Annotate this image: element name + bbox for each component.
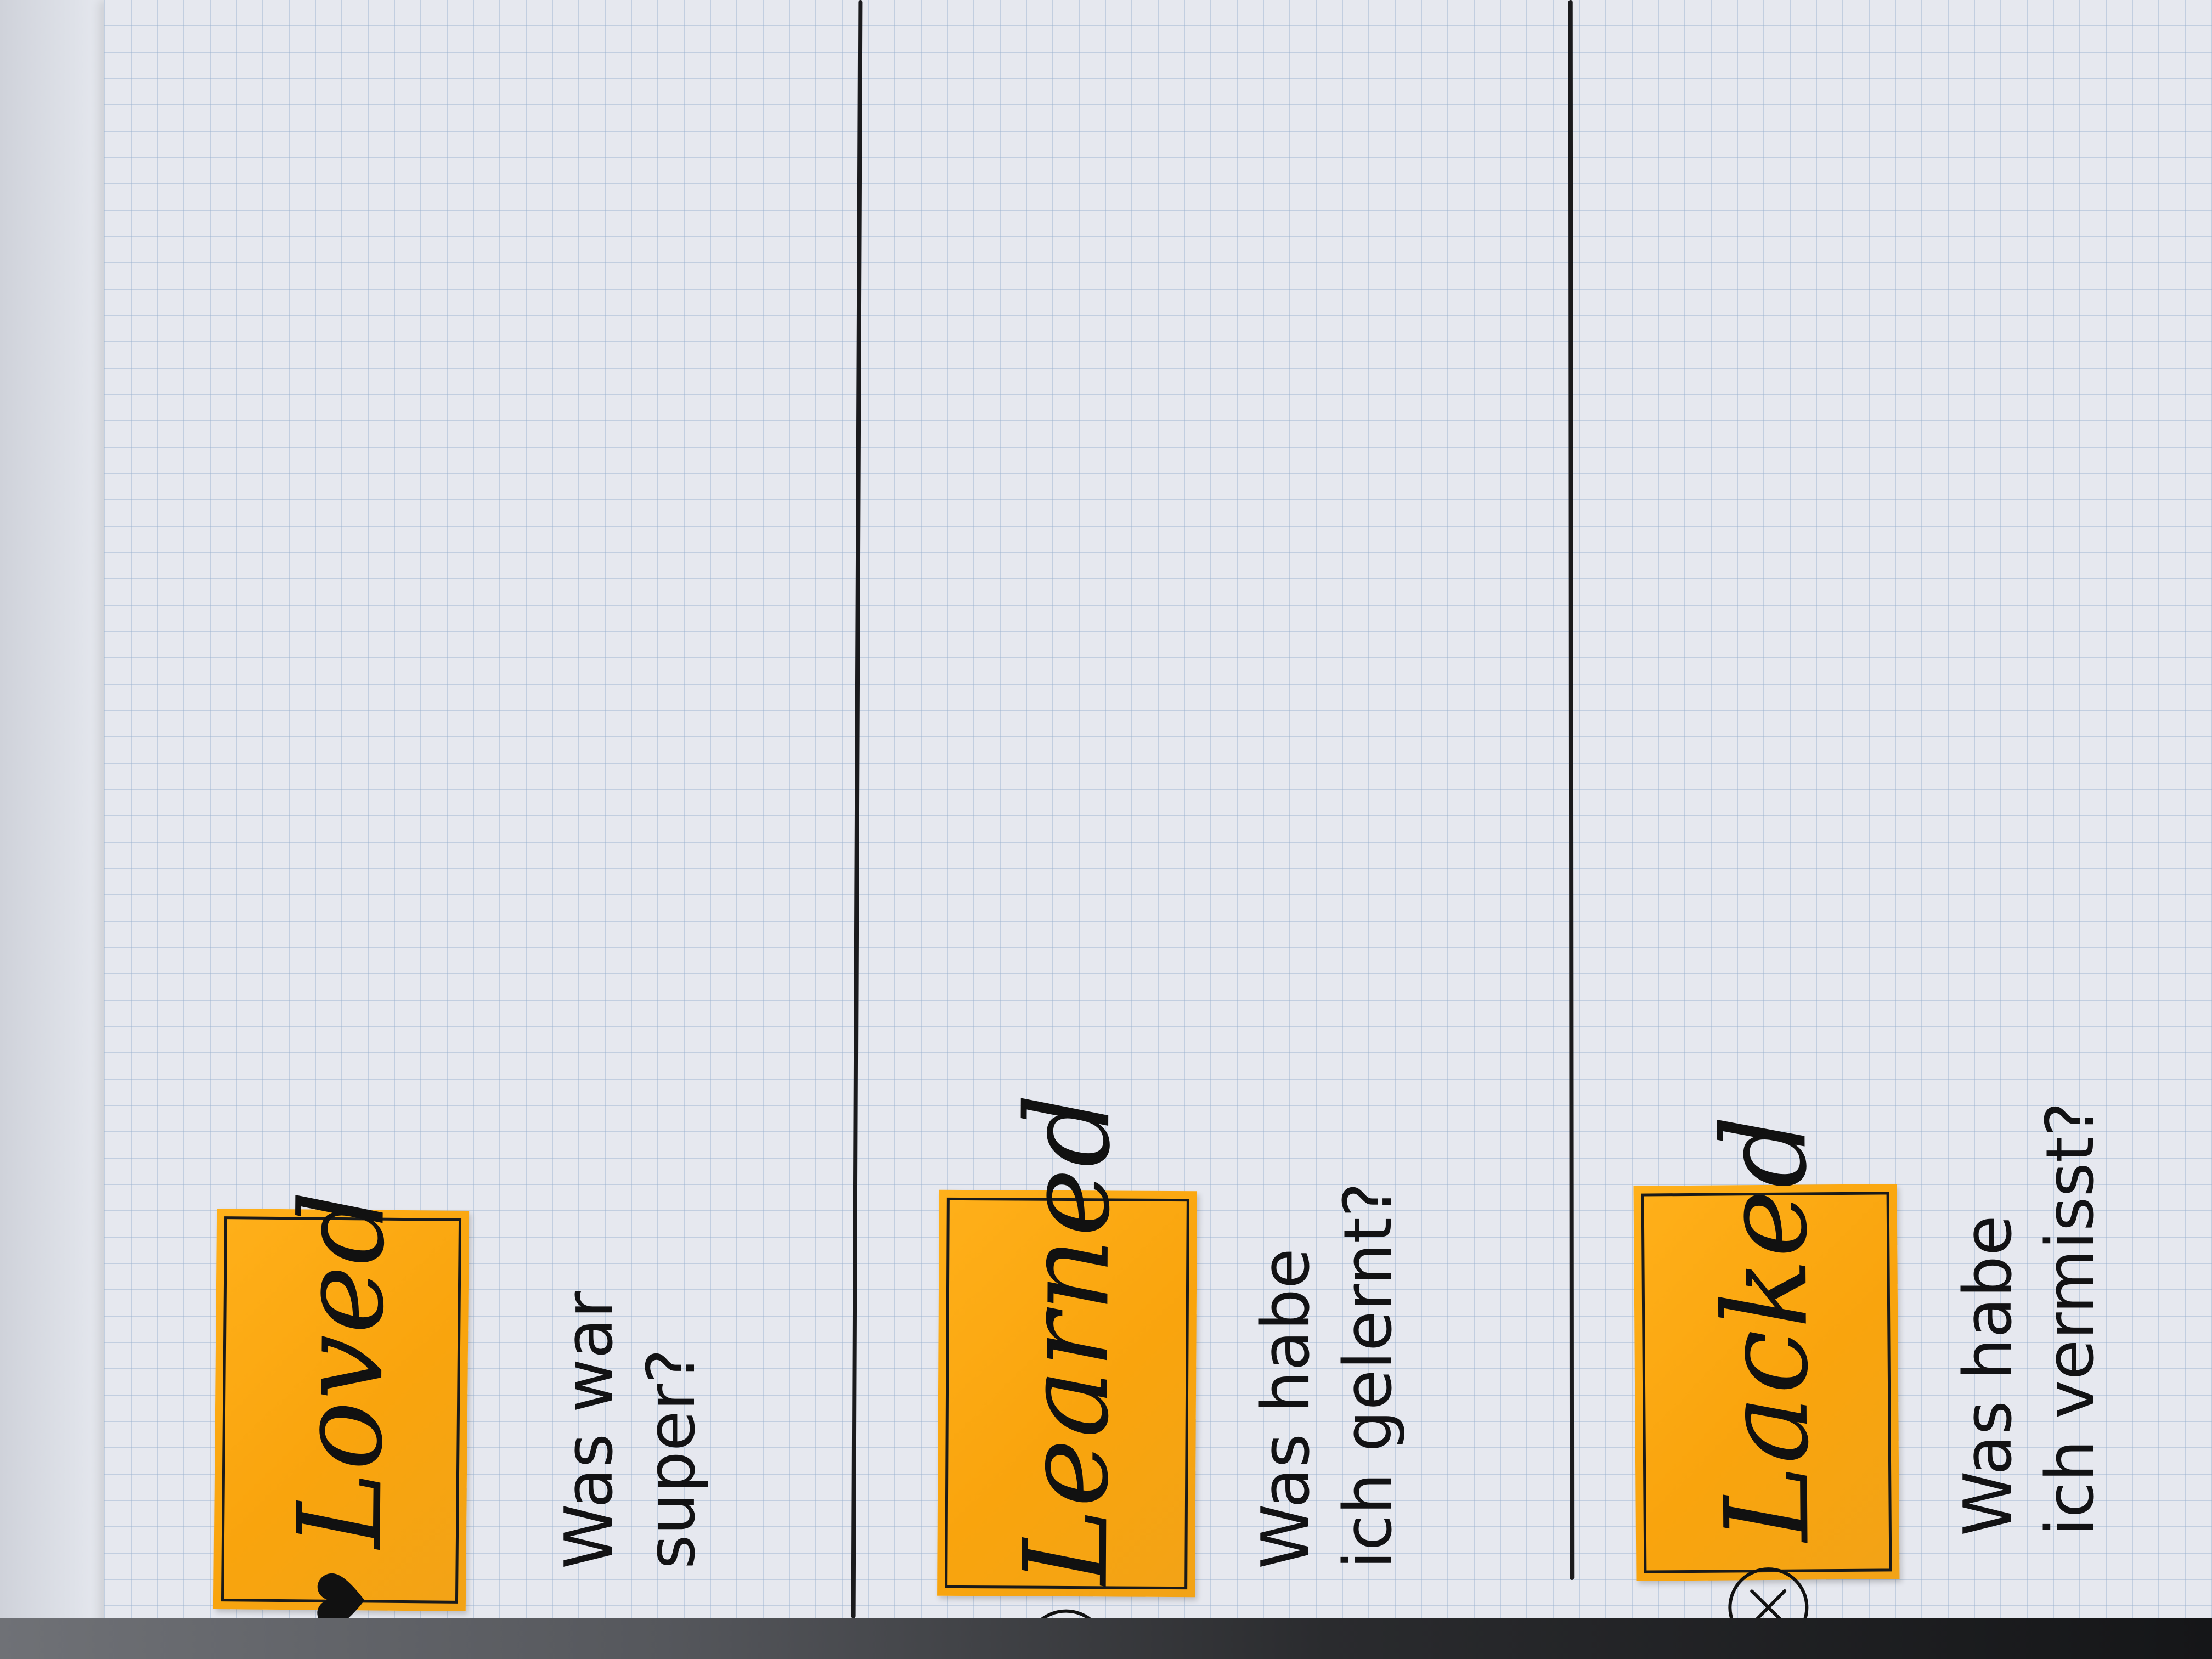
sticky-note-title: Learned bbox=[998, 1092, 1136, 1585]
question-line: Was war bbox=[551, 1291, 628, 1569]
question-line: ich gelernt? bbox=[1330, 1182, 1407, 1569]
question-line: Was habe bbox=[1248, 1248, 1324, 1569]
question-loved: Was war super? bbox=[549, 1291, 713, 1569]
question-line: super? bbox=[634, 1348, 710, 1569]
sticky-note-title: Lacked bbox=[1697, 1113, 1835, 1542]
question-line: ich vermisst? bbox=[2033, 1102, 2109, 1536]
sticky-note-learned: Learned bbox=[937, 1092, 1197, 1659]
question-learned: Was habe ich gelernt? bbox=[1245, 1182, 1410, 1569]
sticky-note-title: Loved bbox=[273, 1189, 411, 1549]
heart-icon bbox=[312, 1570, 367, 1630]
sticky-note-lacked: Lacked bbox=[1633, 1113, 1900, 1648]
floor-strip bbox=[0, 1618, 2212, 1659]
flipchart-page-edge bbox=[0, 0, 110, 1640]
sticky-note-loved: Loved bbox=[213, 1189, 470, 1627]
question-line: Was habe bbox=[1950, 1215, 2027, 1536]
question-lacked: Was habe ich vermisst? bbox=[1948, 1102, 2112, 1536]
